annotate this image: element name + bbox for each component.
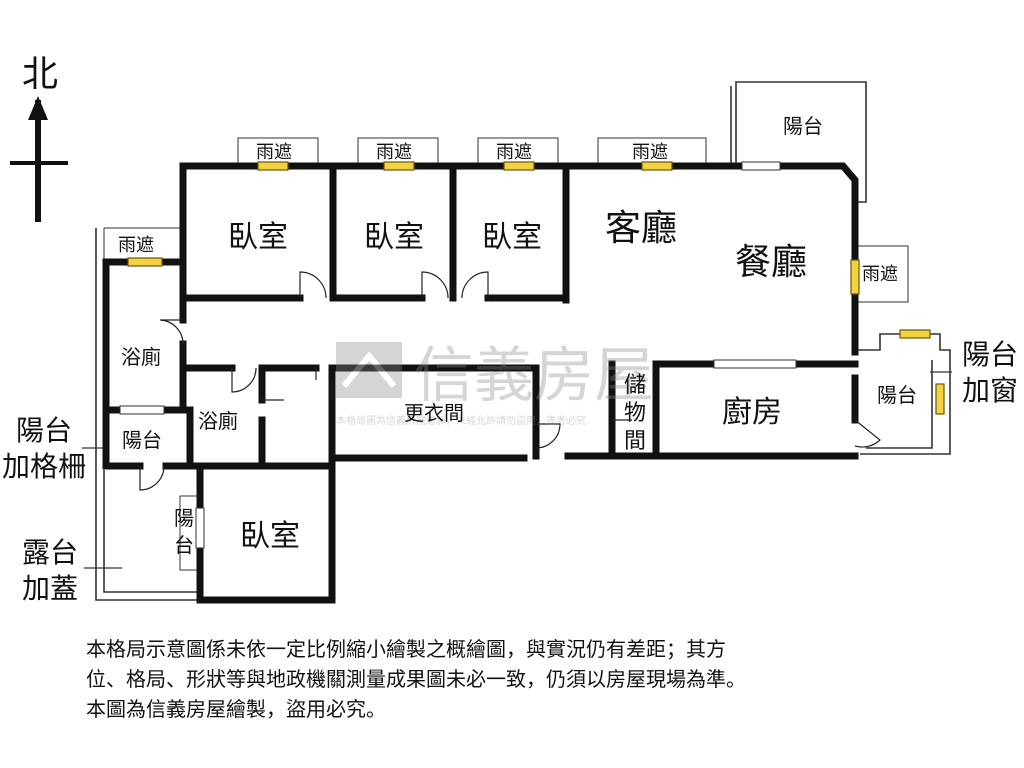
door-bedroom-1 [299, 271, 327, 299]
window-8 [935, 383, 945, 415]
window-5 [127, 257, 163, 267]
dining-room-label: 餐廳 [735, 242, 807, 283]
rain-shelter-3 [477, 137, 559, 167]
door-balcony-left [139, 465, 165, 491]
rain-shelter-label-3: 雨遮 [496, 142, 532, 163]
left-note-2-line-2: 加蓋 [22, 572, 78, 605]
window-1 [257, 161, 289, 171]
rain-shelter-label-4: 雨遮 [632, 142, 668, 163]
north-label: 北 [22, 54, 58, 95]
balcony-right-label: 陽台 [877, 383, 917, 407]
storage-label-3: 間 [624, 429, 646, 454]
storage-label-1: 儲 [624, 373, 646, 398]
door-bedroom-3 [461, 271, 489, 299]
storage-label-2: 物 [624, 401, 646, 426]
window-7 [899, 329, 931, 339]
rain-shelter-label-6: 雨遮 [862, 264, 898, 285]
right-note-line-2: 加窗 [962, 374, 1018, 407]
door-bedroom-2 [421, 271, 449, 299]
balcony-right-outline [856, 333, 951, 455]
compass: 北 [10, 54, 68, 222]
rain-shelter-label-5: 雨遮 [118, 235, 154, 256]
rain-shelter-label-1: 雨遮 [256, 142, 292, 163]
balcony-small-label-1: 陽 [174, 506, 194, 530]
rain-shelter-labels: 雨遮 雨遮 雨遮 雨遮 雨遮 雨遮 [118, 142, 898, 285]
door-closet [535, 423, 561, 449]
balcony-small-label-2: 台 [174, 533, 194, 557]
terrace-outline [95, 228, 200, 601]
windows [119, 161, 945, 549]
watermark-brand: 信義房屋 [414, 341, 654, 411]
side-notes: 陽台 加窗 陽台 加格柵 露台 加蓋 [2, 338, 1018, 605]
rain-shelter-2 [357, 137, 439, 167]
bathroom-2-label: 浴廁 [198, 409, 238, 433]
bedroom-4-label: 臥室 [240, 519, 300, 554]
door-balcony-right [854, 419, 881, 448]
left-note-2-line-1: 露台 [22, 536, 78, 569]
disclaimer-line-1: 本格局示意圖係未依一定比例縮小繪製之概繪圖，與實況仍有差距；其方 [86, 637, 726, 661]
rain-shelter-label-2: 雨遮 [376, 142, 412, 163]
right-note-line-1: 陽台 [962, 338, 1018, 371]
disclaimer: 本格局示意圖係未依一定比例縮小繪製之概繪圖，與實況仍有差距；其方 位、格局、形狀… [86, 634, 966, 724]
left-note-1-line-1: 陽台 [16, 414, 72, 447]
outer-structures [82, 81, 952, 601]
room-labels: 臥室 臥室 臥室 臥室 客廳 餐廳 廚房 浴廁 浴廁 更衣間 儲 物 間 陽台 … [121, 114, 917, 557]
disclaimer-line-3: 本圖為信義房屋繪製，盜用必究。 [86, 697, 386, 721]
rain-shelter-6 [855, 245, 909, 303]
left-note-1-line-2: 加格柵 [2, 450, 86, 483]
balcony-top-outline [735, 81, 867, 203]
north-arrow-icon [28, 96, 48, 120]
balcony-top-label: 陽台 [783, 114, 823, 138]
watermark: 信義房屋 本格局圖為信義房屋繪製，未經允許請勿盜用，違者必究 [336, 341, 654, 427]
door-bath-1 [159, 319, 184, 345]
disclaimer-line-2: 位、格局、形狀等與地政機關測量成果圖未必一致，仍須以房屋現場為準。 [86, 667, 746, 691]
watermark-note: 本格局圖為信義房屋繪製，未經允許請勿盜用，違者必究 [336, 414, 586, 427]
window-2 [383, 161, 415, 171]
window-4 [641, 161, 673, 171]
window-6 [850, 259, 860, 295]
kitchen-label: 廚房 [722, 395, 782, 430]
doors [139, 271, 881, 491]
bedroom-1-label: 臥室 [228, 220, 288, 255]
closet-label: 更衣間 [404, 401, 464, 425]
bathroom-1-label: 浴廁 [121, 345, 161, 369]
rain-shelter-4 [597, 137, 707, 167]
bedroom-3-label: 臥室 [482, 220, 542, 255]
balcony-left-label: 陽台 [122, 428, 162, 452]
bedroom-2-label: 臥室 [364, 220, 424, 255]
living-room-label: 客廳 [605, 208, 677, 249]
door-bath-2 [231, 367, 257, 393]
window-3 [503, 161, 535, 171]
brand-logo-icon [336, 342, 402, 398]
rain-shelter-5 [103, 227, 181, 263]
